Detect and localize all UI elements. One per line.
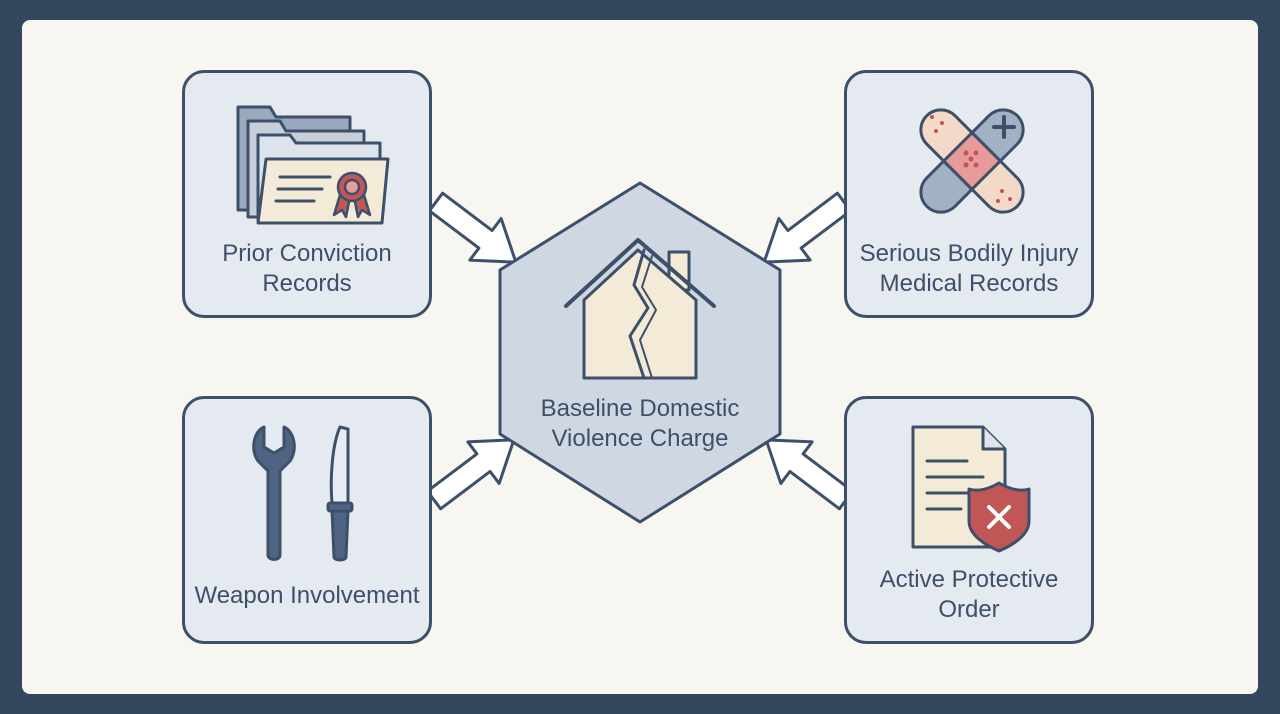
factor-label: Serious Bodily Injury Medical Records: [859, 240, 1079, 297]
folders-certificate-icon: [236, 105, 390, 225]
factor-card-protective-order: Active Protective Order: [844, 396, 1094, 644]
bandage-icon: [919, 108, 1025, 214]
factor-card-prior-conviction: Prior Conviction Records: [182, 70, 432, 318]
factor-card-weapon: Weapon Involvement: [182, 396, 432, 644]
factor-label: Active Protective Order: [879, 566, 1059, 623]
document-shield-icon: [911, 425, 1031, 553]
center-label: Baseline Domestic Violence Charge: [540, 395, 740, 452]
wrench-knife-icon: [252, 425, 354, 562]
broken-house-icon: [564, 238, 716, 380]
factor-label: Weapon Involvement: [194, 582, 420, 609]
factor-label: Prior Conviction Records: [222, 240, 392, 297]
factor-card-bodily-injury: Serious Bodily Injury Medical Records: [844, 70, 1094, 318]
